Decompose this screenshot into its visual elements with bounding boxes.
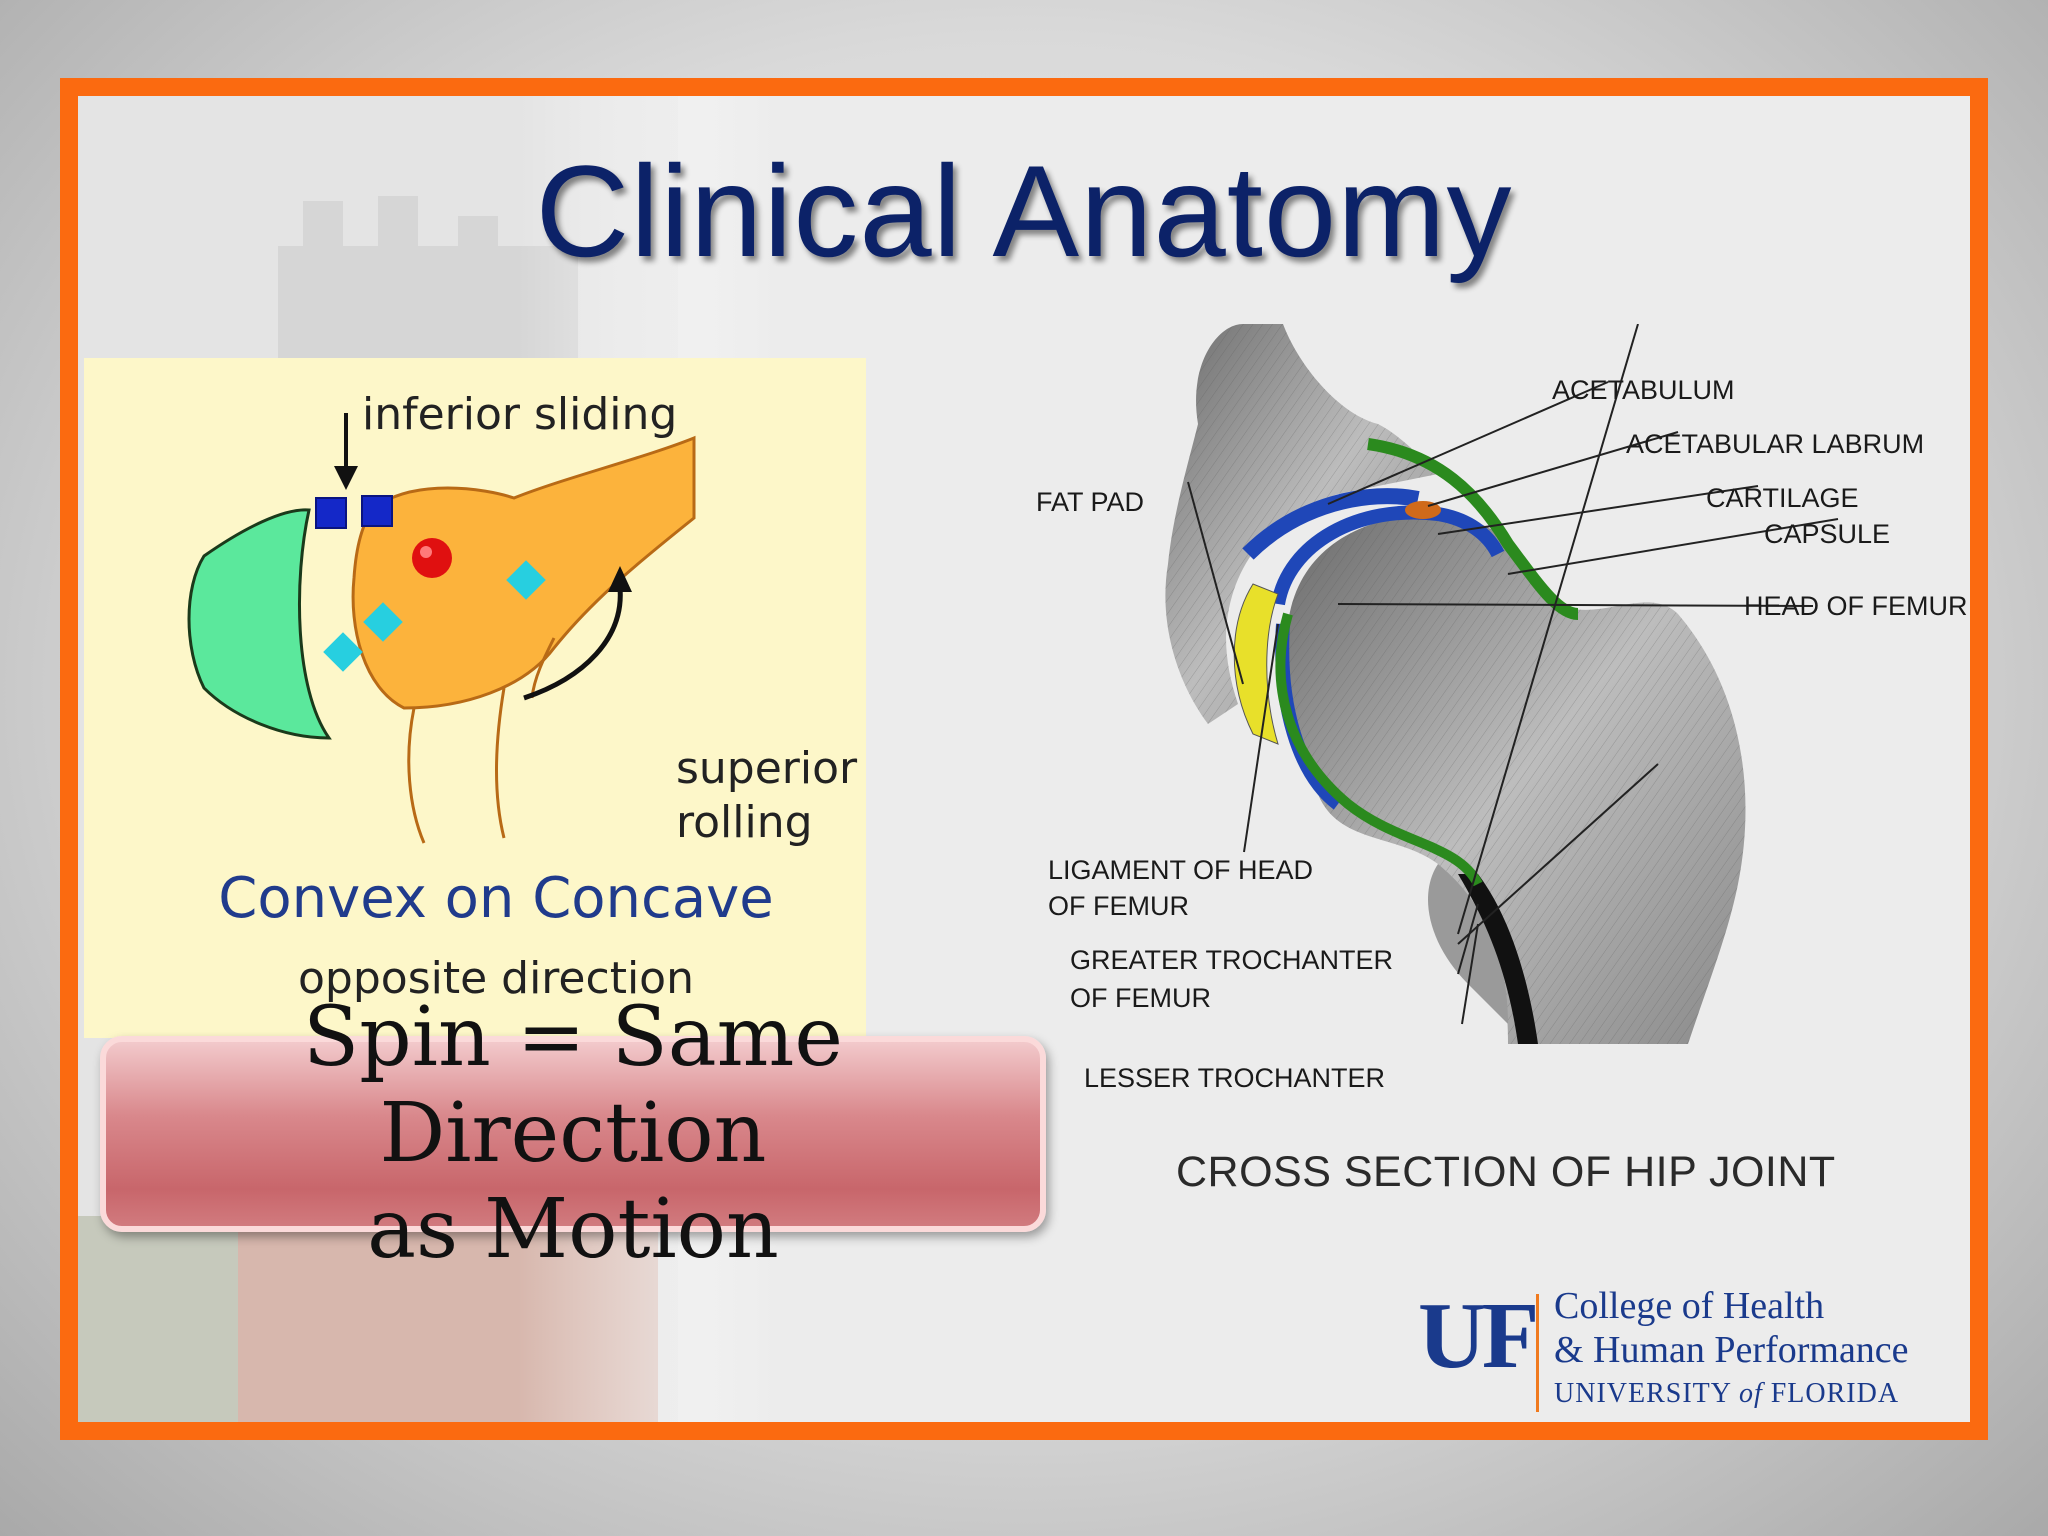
slide: Clinical Anatomy inferior — [60, 78, 1988, 1440]
spin-callout-line2: as Motion — [367, 1182, 779, 1277]
spin-callout-box: Spin = Same Direction as Motion — [100, 990, 1046, 1277]
hip-joint-cross-section-diagram — [1165, 324, 1839, 1044]
label-head-of-femur: HEAD OF FEMUR — [1744, 591, 1968, 621]
label-fat-pad: FAT PAD — [1036, 487, 1145, 517]
logo-divider — [1536, 1294, 1539, 1412]
convex-concave-panel: inferior sliding superior rolling Convex… — [84, 358, 866, 1038]
superior-label: superior — [676, 743, 858, 794]
cyan-marker-diamond — [363, 602, 403, 642]
slide-title: Clinical Anatomy — [535, 138, 1513, 284]
joint-capsule — [1367, 438, 1579, 620]
fat-pad-shape — [1233, 583, 1279, 745]
blue-marker-square — [361, 495, 393, 527]
label-acetabular-labrum: ACETABULAR LABRUM — [1626, 429, 1925, 459]
lesser-trochanter-shape — [1428, 864, 1508, 1024]
label-greater-trochanter-line1: GREATER TROCHANTER — [1070, 945, 1394, 975]
logo-college-line2: & Human Performance — [1554, 1329, 1909, 1371]
logo-of-word: of — [1738, 1378, 1763, 1409]
logo-florida-word: FLORIDA — [1762, 1378, 1900, 1409]
cyan-marker-diamond — [506, 560, 546, 600]
label-lesser-trochanter: LESSER TROCHANTER — [1084, 1063, 1386, 1093]
logo-college-line1: College of Health — [1554, 1285, 1825, 1327]
superior-rolling-arrow — [523, 587, 623, 701]
label-ligament-line1: LIGAMENT OF HEAD — [1048, 855, 1314, 885]
hip-diagram-caption: CROSS SECTION OF HIP JOINT — [1176, 1148, 1836, 1196]
label-capsule: CAPSULE — [1764, 519, 1891, 549]
label-ligament-line2: OF FEMUR — [1048, 891, 1189, 921]
label-acetabulum: ACETABULUM — [1552, 375, 1735, 405]
concave-bone-shape — [187, 508, 332, 740]
blue-marker-square — [315, 497, 347, 529]
label-cartilage: CARTILAGE — [1706, 483, 1859, 513]
opposite-direction-label: opposite direction — [298, 953, 694, 1004]
acetabular-cartilage-arc — [1242, 488, 1420, 560]
spin-callout-text: Spin = Same Direction as Motion — [123, 990, 1023, 1278]
convex-concave-diagram — [187, 413, 696, 844]
inferior-sliding-label: inferior sliding — [362, 389, 678, 440]
rolling-label: rolling — [676, 797, 813, 848]
convex-on-concave-label: Convex on Concave — [218, 866, 774, 931]
logo-university-line: UNIVERSITY of FLORIDA — [1554, 1378, 1899, 1410]
rotation-center-dot — [412, 538, 452, 578]
logo-university-word: UNIVERSITY — [1554, 1378, 1739, 1409]
uf-college-logo: UF College of Health & Human Performance… — [1418, 1280, 1970, 1420]
label-greater-trochanter-line2: OF FEMUR — [1070, 983, 1211, 1013]
spin-callout-line1: Spin = Same Direction — [303, 990, 843, 1181]
uf-monogram: UF — [1418, 1284, 1539, 1388]
cyan-marker-diamond — [323, 632, 363, 672]
